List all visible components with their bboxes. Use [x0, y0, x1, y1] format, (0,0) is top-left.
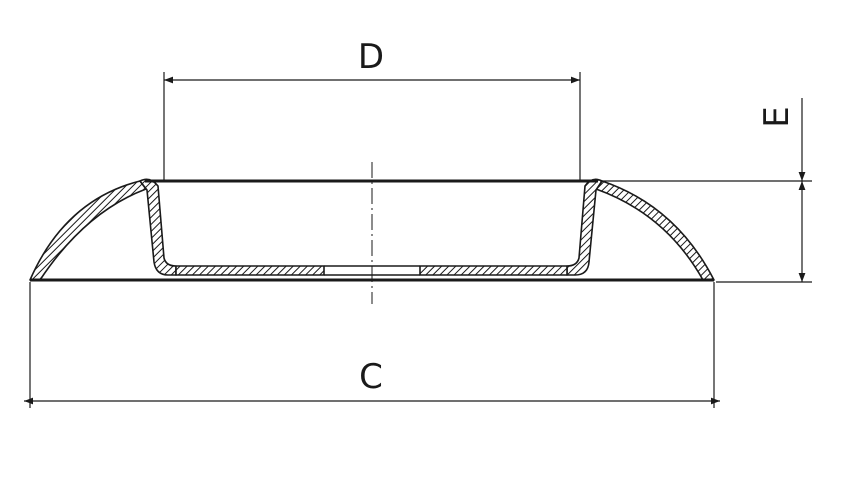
- dimension-d: [163, 72, 581, 181]
- right-dome-section: [595, 180, 715, 281]
- dimension-c: [24, 282, 720, 408]
- bottom-floor-right-section: [419, 265, 568, 276]
- dimension-e-label: E: [757, 106, 797, 127]
- dimension-e: [600, 98, 812, 283]
- dimension-c-label: C: [359, 357, 383, 397]
- washer-section: [29, 178, 715, 281]
- dimension-d-label: D: [358, 37, 384, 77]
- left-cup-wall-section: [139, 178, 177, 276]
- left-dome-section: [29, 180, 147, 281]
- right-cup-wall-section: [566, 178, 603, 276]
- bottom-floor-left-section: [175, 265, 325, 276]
